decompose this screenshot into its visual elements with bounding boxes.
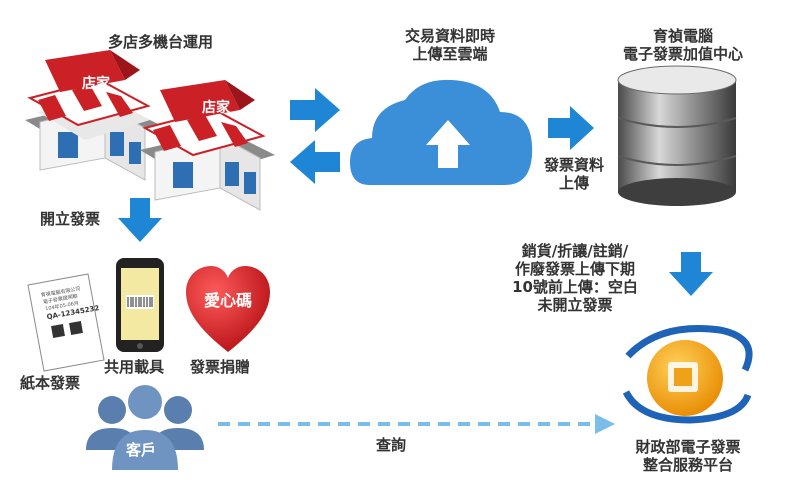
label-multi-store: 多店多機台運用 — [108, 33, 214, 51]
platform-logo-icon — [622, 324, 753, 424]
store-sign-1: 店家 — [82, 75, 111, 92]
label-upload-realtime-line-1: 交易資料即時 — [404, 27, 495, 45]
arrow-down-platform — [669, 252, 713, 296]
label-vendor-line-1: 育禎電腦 — [652, 27, 713, 45]
arrow-to-database — [548, 106, 594, 150]
database-icon — [617, 65, 737, 206]
query-dashed-arrow — [218, 414, 615, 434]
label-query: 查詢 — [376, 436, 407, 454]
phone-barcode-icon — [116, 258, 164, 352]
cloud-upload-icon — [350, 79, 533, 185]
label-data-upload: 發票資料 上傳 — [534, 156, 614, 192]
label-notes-line-1: 銷貨/折讓/註銷/ — [521, 242, 629, 260]
store-icon: 店家 — [25, 50, 160, 181]
receipt-icon: 育禎電腦有限公司 電子發票證明聯 104年05-06月 QA-12345232 — [27, 273, 105, 372]
label-customer: 客戶 — [126, 441, 157, 459]
label-platform-line-2: 整合服務平台 — [642, 456, 733, 474]
label-vendor: 育禎電腦 電子發票加值中心 — [598, 27, 768, 63]
label-vendor-line-2: 電子發票加值中心 — [622, 45, 743, 63]
label-upload-realtime: 交易資料即時 上傳至雲端 — [362, 27, 538, 63]
label-notes-line-2: 作廢發票上傳下期 — [514, 260, 635, 278]
label-paper-invoice: 紙本發票 — [20, 374, 81, 392]
arrow-left-to-stores — [290, 140, 340, 184]
store-sign-2: 店家 — [202, 99, 231, 116]
label-donation: 發票捐贈 — [190, 358, 251, 376]
label-shared-carrier: 共用載具 — [104, 358, 165, 376]
label-notes: 銷貨/折讓/註銷/ 作廢發票上傳下期 10號前上傳：空白 未開立發票 — [495, 242, 655, 314]
store-icon: 店家 — [140, 80, 275, 211]
label-platform-line-1: 財政部電子發票 — [635, 438, 741, 456]
arrow-right-to-cloud — [290, 88, 340, 132]
heart-code-text: 愛心碼 — [204, 291, 252, 310]
label-data-upload-line-2: 上傳 — [558, 174, 589, 192]
label-platform: 財政部電子發票 整合服務平台 — [608, 438, 768, 474]
label-notes-line-4: 未開立發票 — [537, 296, 613, 314]
label-data-upload-line-1: 發票資料 — [543, 156, 604, 174]
arrow-down-issue — [118, 198, 162, 242]
label-issue-invoice: 開立發票 — [40, 210, 101, 228]
customer-people-icon — [86, 385, 204, 470]
label-upload-realtime-line-2: 上傳至雲端 — [412, 45, 488, 63]
label-notes-line-3: 10號前上傳：空白 — [512, 278, 638, 296]
heart-icon: 愛心碼 — [186, 266, 270, 352]
